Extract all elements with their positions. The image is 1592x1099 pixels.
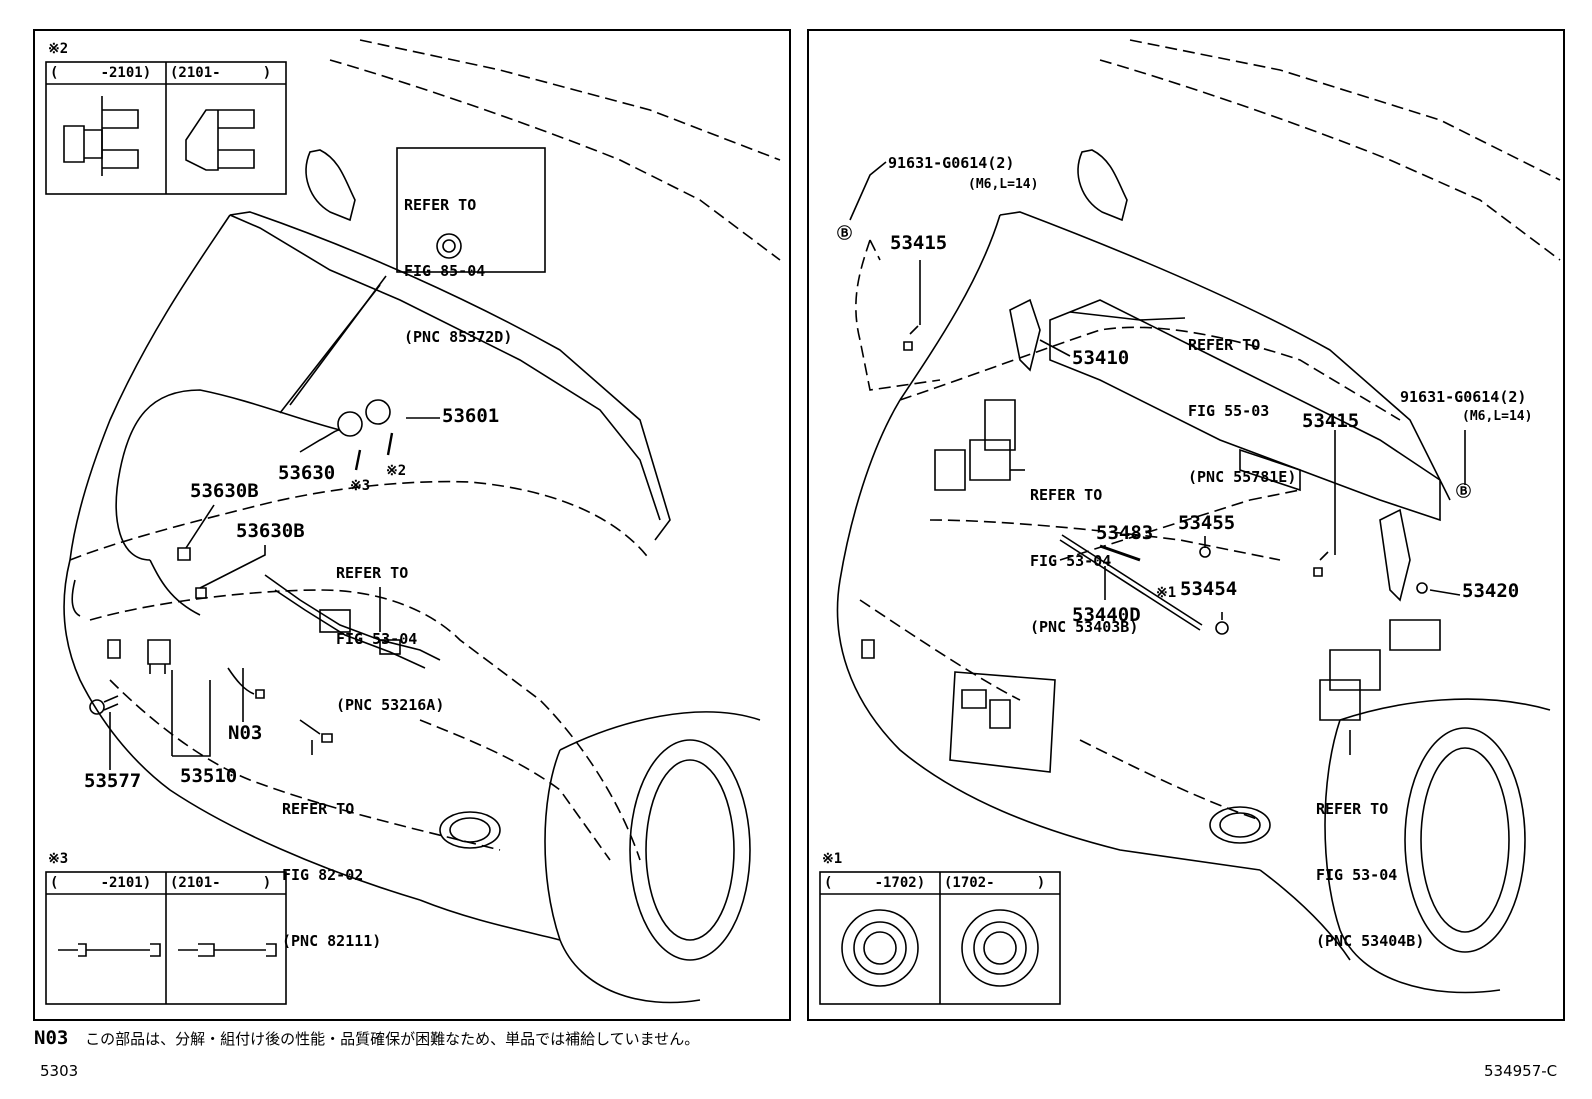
bolt-91631-1[interactable]: 91631-G0614(2) xyxy=(888,154,1015,172)
ref-55-line3: (PNC 55781E) xyxy=(1188,468,1297,486)
part-53455[interactable]: 53455 xyxy=(1178,512,1236,534)
ref-82-line3: (PNC 82111) xyxy=(282,932,382,950)
part-53630b-1[interactable]: 53630B xyxy=(190,480,259,502)
ref-53b-line3: (PNC 53403B) xyxy=(1030,618,1139,636)
part-n03[interactable]: N03 xyxy=(228,722,263,744)
part-53510[interactable]: 53510 xyxy=(180,765,238,787)
ref-82-02[interactable]: REFER TO FIG 82-02 (PNC 82111) xyxy=(282,754,381,974)
ref-82-line2: FIG 82-02 xyxy=(282,866,364,884)
inset-bottom-right-col1: ( -1702) xyxy=(824,875,926,891)
bolt-91631-2[interactable]: 91631-G0614(2) xyxy=(1400,388,1527,406)
part-53601[interactable]: 53601 xyxy=(442,405,500,427)
bolt-b-marker-1: Ⓑ xyxy=(837,224,853,242)
inset-top-left-frame xyxy=(45,61,287,195)
ref-85-box xyxy=(396,147,546,273)
ref-53c-line3: (PNC 53404B) xyxy=(1316,932,1425,950)
part-53577[interactable]: 53577 xyxy=(84,770,142,792)
mark-3: ※3 xyxy=(350,478,371,494)
bolt-91631-1-spec: (M6,L=14) xyxy=(968,177,1039,192)
inset-top-left-col2: (2101- ) xyxy=(170,65,272,81)
inset-top-left-col1: ( -2101) xyxy=(50,65,152,81)
page-code: 5303 xyxy=(40,1062,79,1080)
part-53630[interactable]: 53630 xyxy=(278,462,336,484)
inset-bottom-right-col2: (1702- ) xyxy=(944,875,1046,891)
footer-note-code: N03 xyxy=(34,1027,69,1049)
mark-1: ※1 xyxy=(1156,585,1177,601)
figure-code: 534957-C xyxy=(1484,1062,1558,1080)
inset-bottom-left-col2: (2101- ) xyxy=(170,875,272,891)
ref-53a-line1: REFER TO xyxy=(336,564,409,582)
part-53410[interactable]: 53410 xyxy=(1072,347,1130,369)
part-53440d[interactable]: 53440D xyxy=(1072,604,1141,626)
inset-bottom-right-mark: ※1 xyxy=(822,851,843,867)
part-53483[interactable]: 53483 xyxy=(1096,522,1154,544)
ref-53a-line2: FIG 53-04 xyxy=(336,630,418,648)
bolt-b-marker-2: Ⓑ xyxy=(1456,482,1472,500)
inset-bottom-left-col1: ( -2101) xyxy=(50,875,152,891)
clip-85372d xyxy=(436,233,462,259)
mark-2: ※2 xyxy=(386,463,407,479)
ref-53-04-a[interactable]: REFER TO FIG 53-04 (PNC 53216A) xyxy=(336,518,444,738)
ref-55-line1: REFER TO xyxy=(1188,336,1261,354)
ref-85-line3: (PNC 85372D) xyxy=(404,328,513,346)
part-53415-2[interactable]: 53415 xyxy=(1302,410,1360,432)
ref-53-04-b[interactable]: REFER TO FIG 53-04 (PNC 53403B) xyxy=(1030,440,1138,660)
ref-85-04[interactable]: REFER TO FIG 85-04 (PNC 85372D) xyxy=(404,150,512,370)
footer-note: N03 この部品は、分解・組付け後の性能・品質確保が困難なため、単品では補給して… xyxy=(34,1027,699,1049)
ref-53-04-c[interactable]: REFER TO FIG 53-04 (PNC 53404B) xyxy=(1316,754,1424,974)
ref-55-line2: FIG 55-03 xyxy=(1188,402,1270,420)
bolt-91631-2-spec: (M6,L=14) xyxy=(1462,409,1533,424)
inset-bottom-left-frame xyxy=(45,871,287,1005)
inset-bottom-right-frame xyxy=(819,871,1061,1005)
left-panel-frame xyxy=(33,29,791,1021)
footer-note-text: この部品は、分解・組付け後の性能・品質確保が困難なため、単品では補給していません… xyxy=(85,1030,700,1048)
right-panel-frame xyxy=(807,29,1565,1021)
part-53454[interactable]: 53454 xyxy=(1180,578,1238,600)
ref-53c-line1: REFER TO xyxy=(1316,800,1389,818)
inset-top-left-mark: ※2 xyxy=(48,41,69,57)
inset-bottom-left-mark: ※3 xyxy=(48,851,69,867)
part-53415-1[interactable]: 53415 xyxy=(890,232,948,254)
ref-55-03[interactable]: REFER TO FIG 55-03 (PNC 55781E) xyxy=(1188,290,1296,510)
part-53630b-2[interactable]: 53630B xyxy=(236,520,305,542)
ref-82-line1: REFER TO xyxy=(282,800,355,818)
ref-53b-line1: REFER TO xyxy=(1030,486,1103,504)
ref-53b-line2: FIG 53-04 xyxy=(1030,552,1112,570)
ref-85-line2: FIG 85-04 xyxy=(404,262,486,280)
ref-85-line1: REFER TO xyxy=(404,196,477,214)
ref-53a-line3: (PNC 53216A) xyxy=(336,696,445,714)
ref-53c-line2: FIG 53-04 xyxy=(1316,866,1398,884)
part-53420[interactable]: 53420 xyxy=(1462,580,1520,602)
